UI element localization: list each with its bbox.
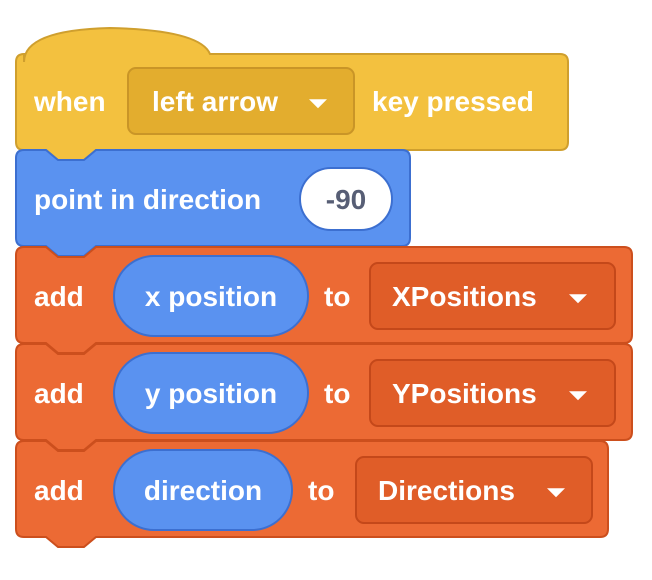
chevron-down-icon[interactable] (569, 294, 587, 304)
key-option-label[interactable]: left arrow (152, 86, 279, 117)
to-label: to (324, 378, 351, 409)
directions-label[interactable]: Directions (378, 475, 515, 506)
key-dropdown[interactable] (127, 67, 355, 135)
to-label: to (324, 281, 351, 312)
y-position-label[interactable]: y position (144, 378, 278, 409)
add-label: add (34, 281, 84, 312)
xpositions-label[interactable]: XPositions (392, 281, 537, 312)
to-label: to (308, 475, 335, 506)
x-position-reporter[interactable] (113, 255, 309, 337)
ypositions-dropdown[interactable] (369, 359, 616, 427)
when-label: when (34, 86, 106, 117)
key-pressed-label: key pressed (372, 86, 534, 117)
direction-value[interactable]: -90 (325, 184, 367, 215)
directions-dropdown[interactable] (355, 456, 593, 524)
chevron-down-icon[interactable] (569, 391, 587, 401)
add-label: add (34, 475, 84, 506)
chevron-down-icon[interactable] (309, 99, 327, 109)
direction-input[interactable] (299, 167, 393, 231)
direction-reporter[interactable] (113, 449, 293, 531)
x-position-label[interactable]: x position (144, 281, 278, 312)
direction-reporter-label[interactable]: direction (143, 475, 263, 506)
y-position-reporter[interactable] (113, 352, 309, 434)
add-label: add (34, 378, 84, 409)
chevron-down-icon[interactable] (547, 488, 565, 498)
ypositions-label[interactable]: YPositions (392, 378, 537, 409)
point-in-direction-label: point in direction (34, 184, 262, 215)
xpositions-dropdown[interactable] (369, 262, 616, 330)
